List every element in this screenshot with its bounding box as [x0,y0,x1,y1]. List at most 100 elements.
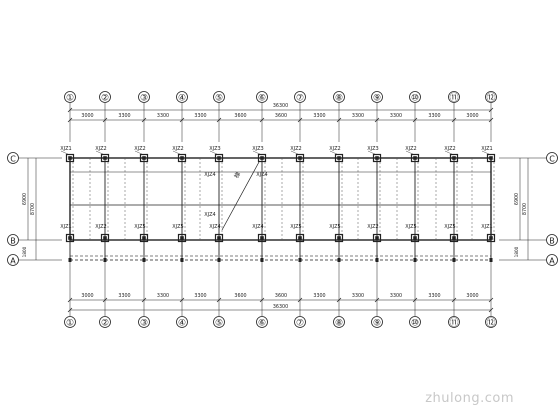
axis-bubble-bottom-4 [176,316,188,328]
column-A-1 [68,258,72,262]
axis-label-top-4: ④ [178,93,186,103]
column-C-4 [177,153,187,163]
axis-bubble-bottom-7 [294,316,306,328]
dim-span-top-9: 3300 [390,113,402,119]
dim-span-bottom-8: 3300 [352,293,364,299]
axis-label-top-1: ① [66,93,74,103]
column-B-1-core [68,236,72,240]
column-label-top-8: XJZ2 [329,146,341,152]
column-A-8 [337,258,341,262]
column-B-7 [295,233,305,243]
stair-column-label-1: XJZ4 [204,172,216,178]
axis-label-top-10: ⑩ [411,93,419,103]
column-C-7-core [298,156,302,160]
dim-span-bottom-7: 3300 [313,293,325,299]
axis-bubble-top-7 [294,91,306,103]
column-B-10 [410,233,420,243]
column-label-leader-top-7 [290,150,301,156]
column-A-3 [142,258,146,262]
column-C-1 [65,153,75,163]
column-label-top-1: XJZ1 [60,146,72,152]
column-B-4 [177,233,187,243]
dim-tick-top-1 [67,117,73,123]
dim-tick-top-5 [216,117,222,123]
column-label-top-6: XJZ3 [252,146,264,152]
dim-span-bottom-10: 3300 [428,293,440,299]
column-C-11 [449,153,459,163]
dim-span-top-1: 3000 [81,113,93,119]
dim-tick-bottom-12 [488,297,494,303]
vdim-text-1-right: 6900 [514,193,520,205]
dim-total-tick-top-0 [67,107,73,113]
axis-label-top-3: ③ [140,93,148,103]
row-bubble-left-A [7,254,19,266]
watermark: zhulong.com [425,391,514,406]
column-C-9-core [375,156,379,160]
column-B-8-core [337,236,341,240]
axis-bubble-top-6 [256,91,268,103]
column-label-leader-top-4 [172,150,183,156]
column-label-top-11: XJZ2 [444,146,456,152]
column-B-11 [449,233,459,243]
column-label-leader-top-1 [60,150,71,156]
column-B-5-core [217,236,221,240]
stair-column-label-2: XJZ4 [256,172,268,178]
dim-tick-bottom-5 [216,297,222,303]
column-label-mid-11: XJZ5 [444,224,456,230]
axis-label-top-5: ⑤ [215,93,223,103]
column-label-top-3: XJZ2 [134,146,146,152]
vdim-text-2-right: 8700 [522,203,528,215]
column-C-2 [100,153,110,163]
column-label-mid-9: XJZ2 [367,224,379,230]
column-B-12-core [489,236,493,240]
building-outline [69,157,492,241]
dim-total-bottom: 36300 [273,304,288,310]
column-label-leader-top-11 [444,150,455,156]
column-label-mid-5: XJZ4 [209,224,221,230]
column-C-2-core [103,156,107,160]
column-label-mid-3: XJZ5 [134,224,146,230]
column-B-9 [372,233,382,243]
row-label-right-B: B [549,236,555,245]
column-A-5 [217,258,221,262]
axis-label-bottom-9: ⑨ [373,318,381,328]
dim-span-bottom-9: 3300 [390,293,402,299]
row-bubble-right-C [546,152,558,164]
dim-tick-top-11 [451,117,457,123]
axis-label-bottom-5: ⑤ [215,318,223,328]
axis-label-bottom-11: ⑪ [449,317,458,328]
column-label-mid-6: XJZ4 [252,224,264,230]
column-A-10 [413,258,417,262]
column-A-4 [180,258,184,262]
axis-bubble-bottom-10 [409,316,421,328]
dim-tick-bottom-1 [67,297,73,303]
dim-span-bottom-1: 3000 [81,293,93,299]
axis-label-top-9: ⑨ [373,93,381,103]
vdim-text-3-right: 1800 [514,246,519,257]
dim-span-top-2: 3300 [118,113,130,119]
dim-tick-top-6 [259,117,265,123]
column-A-2 [103,258,107,262]
axis-bubble-bottom-5 [213,316,225,328]
column-B-9-core [375,236,379,240]
dim-span-top-5: 3600 [234,113,246,119]
dim-span-bottom-5: 3600 [234,293,246,299]
dim-span-top-6: 3600 [275,113,287,119]
column-label-mid-7: XJZ5 [290,224,302,230]
column-label-top-2: XJZ2 [95,146,107,152]
axis-bubble-top-9 [371,91,383,103]
vdim-text-2-left: 8700 [30,203,36,215]
column-label-leader-top-9 [367,150,378,156]
column-B-4-core [180,236,184,240]
axis-bubble-top-2 [99,91,111,103]
column-A-12 [489,258,493,262]
column-C-4-core [180,156,184,160]
dim-tick-bottom-4 [179,297,185,303]
column-label-leader-top-3 [134,150,145,156]
dim-span-bottom-6: 3600 [275,293,287,299]
axis-bubble-top-5 [213,91,225,103]
dim-span-top-8: 3300 [352,113,364,119]
column-B-7-core [298,236,302,240]
column-C-9 [372,153,382,163]
column-C-10-core [413,156,417,160]
